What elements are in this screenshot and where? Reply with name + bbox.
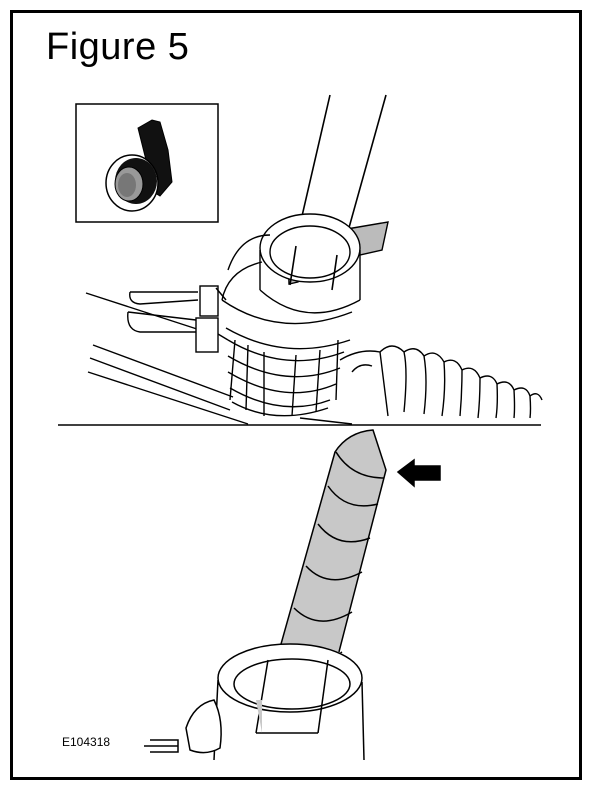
figure-reference-code: E104318: [62, 735, 111, 749]
tape-roll-inset: [75, 103, 219, 223]
bottom-panel: [144, 429, 441, 761]
top-panel: [58, 94, 543, 426]
indicator-arrow: [396, 458, 441, 488]
tape-roll-icon: [105, 119, 173, 212]
figure-title: Figure 5: [46, 26, 190, 68]
